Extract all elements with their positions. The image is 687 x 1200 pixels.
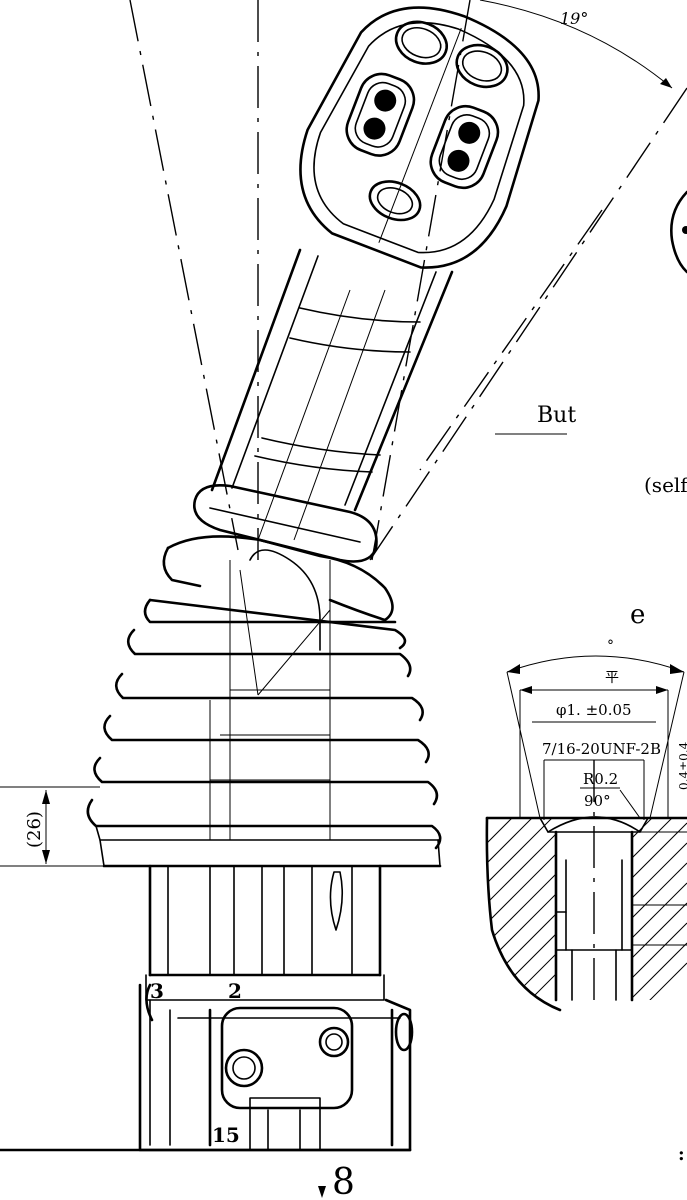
- side-tolerance-label: 0.4±0.4: [677, 741, 687, 790]
- side-annotations: But (self: [495, 190, 687, 497]
- port-detail-view: e ° 平 φ1. ±0.05 7/16-20UNF-2B R0.2 90° 0…: [485, 600, 687, 1012]
- self-label: (self: [644, 473, 687, 497]
- but-label: But: [537, 403, 576, 428]
- handle-head: [299, 6, 540, 269]
- flat-label: 平: [605, 670, 619, 686]
- handle-grip: [193, 248, 454, 563]
- centerlines: [129, 0, 687, 561]
- angle-label: 19°: [560, 9, 588, 28]
- lower-body: [0, 864, 414, 1152]
- detail-label-e: e: [630, 600, 645, 630]
- bottom-number: 8: [332, 1162, 355, 1200]
- height-dim-label: (26): [24, 811, 45, 848]
- edge-mark: :: [678, 1144, 685, 1165]
- chamfer-angle-label: 90°: [584, 792, 611, 810]
- angle-dimension: 19°: [479, 0, 673, 89]
- thread-label: 7/16-20UNF-2B: [542, 740, 661, 758]
- part-number-15: 15: [212, 1123, 240, 1147]
- bellows-boot: [86, 535, 442, 868]
- diameter-label: φ1. ±0.05: [556, 701, 632, 719]
- radius-label: R0.2: [583, 770, 618, 788]
- part-number-3: 3: [150, 979, 164, 1003]
- degree-mark: °: [607, 638, 614, 654]
- height-dimension: (26): [0, 786, 104, 867]
- part-number-2: 2: [228, 979, 242, 1003]
